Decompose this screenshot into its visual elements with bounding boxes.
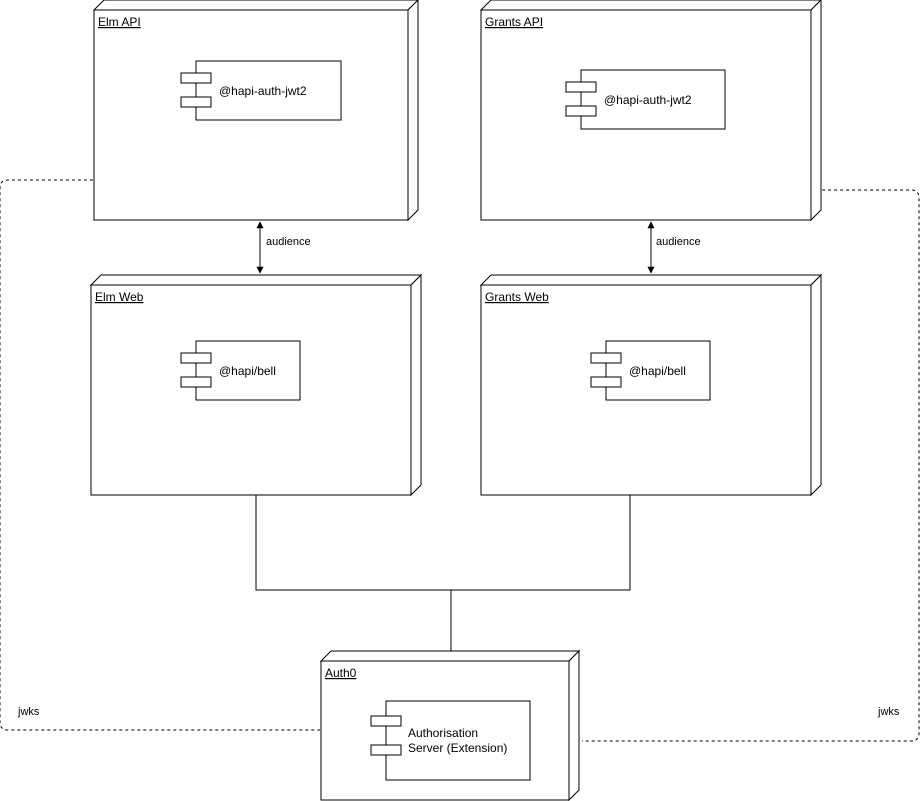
grants-api-title: Grants API: [485, 15, 543, 29]
auth0-component-label-line2: Server (Extension): [408, 741, 507, 755]
auth0-authorisation-server-component: Authorisation Server (Extension): [370, 700, 531, 781]
grants-api-jwt-component: @hapi-auth-jwt2: [565, 69, 726, 130]
elm-web-node: Elm Web @hapi/bell: [89, 273, 423, 497]
elm-audience-label: audience: [266, 236, 311, 248]
auth0-node: Auth0 Authorisation Server (Extension): [319, 649, 581, 801]
elm-web-to-auth0-line: [255, 495, 451, 591]
grants-web-to-auth0-line: [451, 495, 631, 591]
elm-web-title: Elm Web: [95, 290, 144, 304]
jwks-right-label: jwks: [877, 706, 900, 718]
auth0-component-label-line1: Authorisation: [408, 726, 478, 740]
grants-web-bell-component: @hapi/bell: [590, 340, 711, 401]
elm-api-component-label: @hapi-auth-jwt2: [219, 84, 307, 98]
elm-api-title: Elm API: [98, 15, 141, 29]
jwks-left-label: jwks: [17, 706, 40, 718]
elm-web-component-label: @hapi/bell: [219, 364, 276, 378]
grants-audience-label: audience: [656, 236, 701, 248]
grants-api-node: Grants API @hapi-auth-jwt2: [479, 0, 822, 222]
grants-web-title: Grants Web: [485, 290, 549, 304]
grants-web-node: Grants Web @hapi/bell: [479, 273, 823, 497]
auth0-title: Auth0: [325, 666, 357, 680]
elm-web-bell-component: @hapi/bell: [180, 340, 301, 401]
grants-api-component-label: @hapi-auth-jwt2: [604, 93, 692, 107]
jwks-right-connector: [582, 130, 920, 742]
grants-web-component-label: @hapi/bell: [629, 364, 686, 378]
elm-api-jwt-component: @hapi-auth-jwt2: [180, 60, 342, 121]
elm-api-node: Elm API @hapi-auth-jwt2: [92, 0, 419, 222]
